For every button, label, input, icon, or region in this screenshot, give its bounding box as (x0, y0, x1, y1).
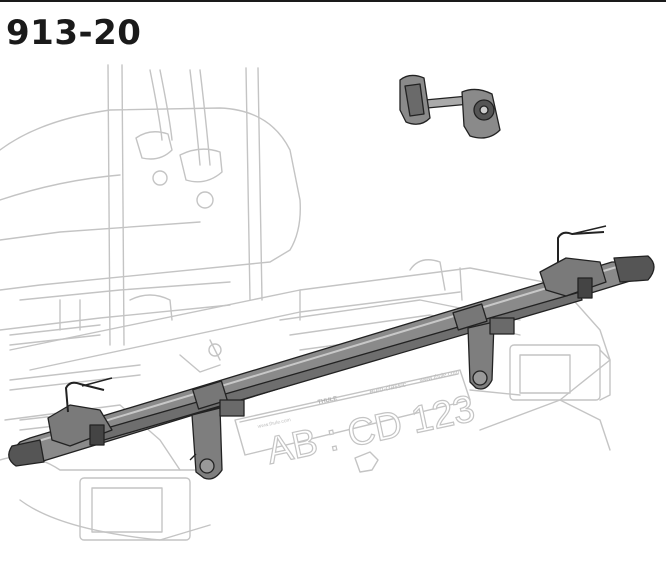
plate-text: AB : CD 123 (263, 388, 478, 473)
plate-brand: THULE (317, 396, 338, 406)
plate-model: euro-classic (369, 381, 407, 396)
top-rule (0, 0, 666, 2)
mount-bracket-left (191, 407, 223, 480)
mount-bracket-right (467, 321, 495, 390)
adapter-rail-assembly (8, 225, 655, 480)
page-title: 913-20 (6, 13, 142, 53)
connector-bolt-detail (399, 74, 501, 139)
ghost-car-and-carrier (0, 64, 611, 541)
plate-url: www.thule.com (418, 370, 460, 384)
